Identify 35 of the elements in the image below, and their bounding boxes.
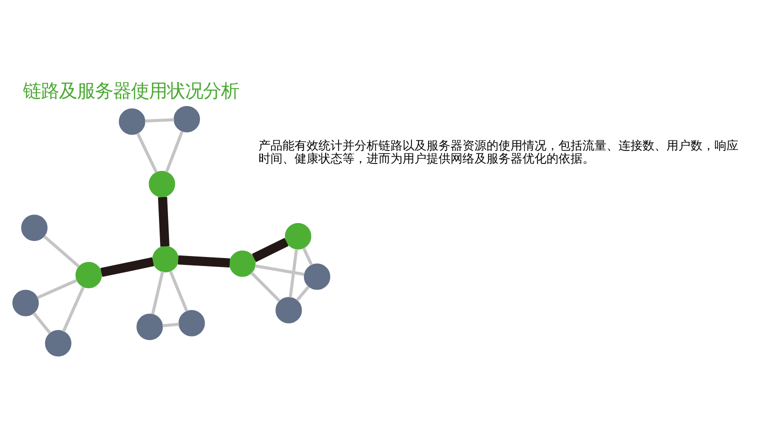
node-circle (148, 170, 176, 197)
connector (36, 278, 78, 299)
node-circle (136, 313, 163, 340)
connector (62, 286, 85, 332)
node-circle (284, 222, 312, 249)
label: 产品能有效统计并分析链路以及服务器资源的使用情况，包括流量、连接数、用户数，响应时间、健康状态等，进而为用户提供网络及服务器优化的依据。 (258, 138, 739, 166)
connector (43, 234, 80, 268)
node-circle (152, 245, 179, 272)
connector (178, 254, 230, 267)
connector (250, 271, 280, 302)
connector (302, 247, 313, 266)
connector (169, 270, 188, 312)
node-circle (304, 263, 330, 290)
connector (254, 264, 304, 276)
connector (145, 118, 174, 122)
node-circle (21, 214, 48, 240)
node-circle (118, 108, 146, 134)
connector (151, 270, 164, 314)
node-circle (45, 330, 72, 356)
connector (100, 256, 154, 276)
connector (252, 237, 289, 262)
diagram-title: 链路及服务器使用状况分析 (23, 80, 240, 102)
connector (165, 130, 184, 172)
node-circle (174, 105, 200, 132)
node-circle (276, 296, 302, 323)
connector (136, 132, 158, 172)
connector (162, 322, 180, 327)
connector (32, 312, 52, 334)
node-circle (229, 250, 256, 276)
node-circle (76, 261, 102, 288)
node-circle (178, 309, 205, 336)
connector (296, 285, 310, 301)
connector (158, 196, 170, 246)
connector (288, 248, 298, 298)
node-circle (12, 289, 39, 316)
